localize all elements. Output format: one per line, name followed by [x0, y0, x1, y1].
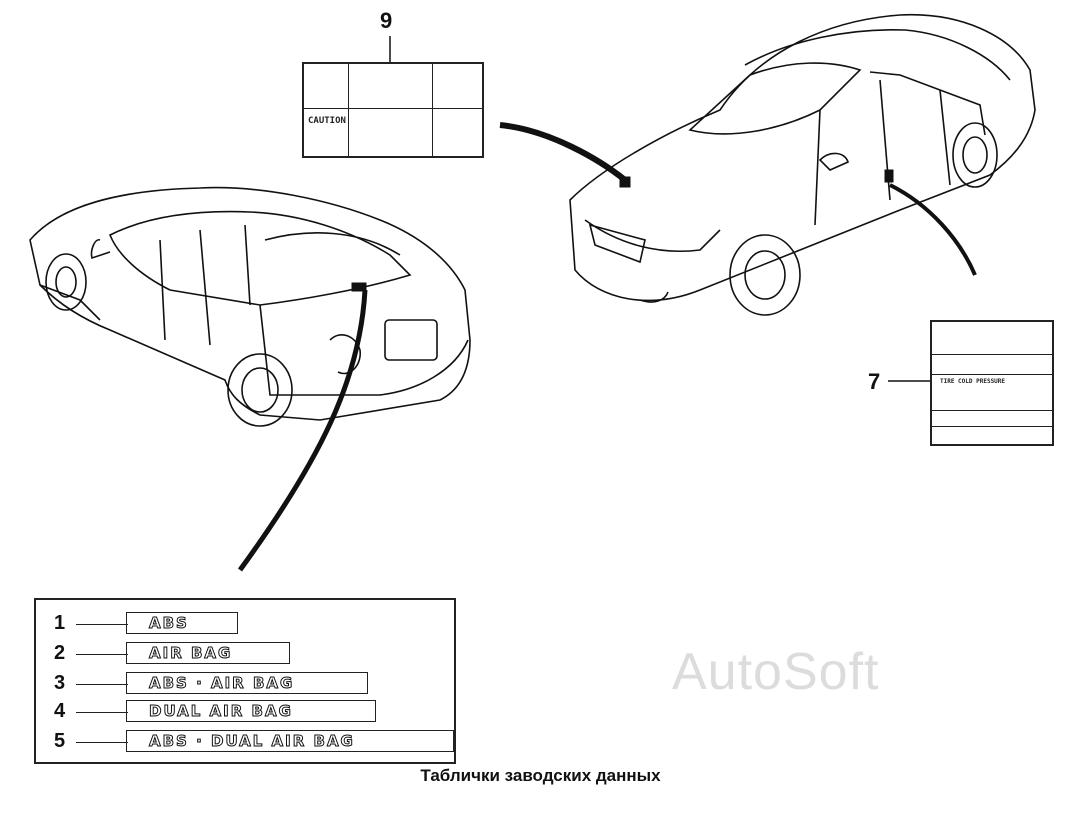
legend-row-5: 5 ABS · DUAL AIR BAG	[36, 730, 454, 754]
badge-air-bag: AIR BAG	[126, 642, 290, 664]
caution-text: CAUTION	[308, 116, 346, 126]
legend-row-3: 3 ABS · AIR BAG	[36, 672, 368, 696]
watermark: AutoSoft	[672, 643, 880, 701]
leader-line	[76, 742, 128, 743]
front-car-illustration	[569, 13, 1036, 316]
legend-number: 2	[54, 642, 66, 664]
badge-dual-air-bag: DUAL AIR BAG	[126, 700, 376, 722]
legend-number: 4	[54, 700, 66, 722]
rear-car-illustration	[29, 186, 471, 427]
badge-abs-air-bag: ABS · AIR BAG	[126, 672, 368, 694]
leader-line	[76, 712, 128, 713]
legend-number: 3	[54, 672, 66, 694]
badge-abs-dual-air-bag: ABS · DUAL AIR BAG	[126, 730, 454, 752]
leader-line	[76, 624, 128, 625]
legend-number: 5	[54, 730, 66, 752]
leader-line	[76, 654, 128, 655]
leader-line	[76, 684, 128, 685]
callout-9: 9	[380, 8, 393, 33]
legend-row-2: 2 AIR BAG	[36, 642, 296, 666]
pointer-lines	[237, 36, 977, 572]
pointer-rear	[237, 289, 368, 572]
legend-number: 1	[54, 612, 66, 634]
badge-abs: ABS	[126, 612, 238, 634]
badge-legend: 1 ABS 2 AIR BAG 3 ABS · AIR BAG 4 DUAL A…	[34, 598, 456, 764]
pointer-7-arc	[889, 183, 977, 276]
info-label-9: CAUTION	[302, 62, 484, 158]
pointer-9	[499, 122, 627, 183]
callout-7: 7	[868, 369, 881, 394]
info-label-7: TIRE COLD PRESSURE	[930, 320, 1054, 446]
figure-caption: Таблички заводских данных	[420, 766, 661, 785]
tire-pressure-header: TIRE COLD PRESSURE	[940, 378, 1006, 385]
legend-row-4: 4 DUAL AIR BAG	[36, 700, 376, 724]
legend-row-1: 1 ABS	[36, 612, 238, 636]
